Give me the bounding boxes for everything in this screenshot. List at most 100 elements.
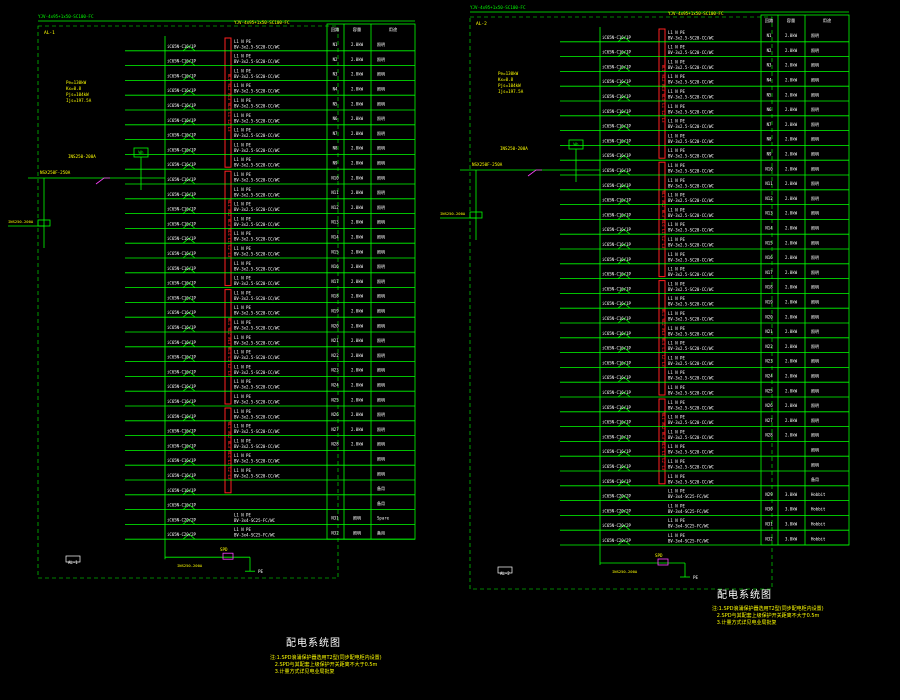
circuit-phase-label: L1 N PE bbox=[668, 89, 685, 94]
circuit-cable-label: BV-3x2.5-SC20-CC/WC bbox=[234, 207, 280, 212]
circuit-use: 照明 bbox=[377, 87, 385, 92]
circuit-phase-label: L1 N PE bbox=[668, 281, 685, 286]
circuit-capacity: 照明 bbox=[353, 531, 361, 536]
load-parameter: Ijs=197.5A bbox=[498, 89, 524, 94]
circuit-phase-label: L1 N PE bbox=[668, 355, 685, 360]
circuit-use: Spare bbox=[377, 516, 390, 521]
circuit-use: 照明 bbox=[811, 255, 819, 260]
circuit-cable-label: BV-3x2.5-SC20-CC/WC bbox=[234, 148, 280, 153]
circuit-cable-label: BV-3x2.5-SC20-CC/WC bbox=[668, 317, 714, 322]
ground-label: PE bbox=[258, 569, 264, 574]
circuit-number: N21 bbox=[331, 338, 339, 343]
circuit-breaker-symbol bbox=[182, 60, 196, 66]
circuit-number: N9 bbox=[333, 161, 338, 166]
circuit-use: 照明 bbox=[811, 388, 819, 393]
circuit-cable-label: BV-3x2.5-SC20-CC/WC bbox=[668, 479, 714, 484]
circuit-breaker-symbol bbox=[182, 415, 196, 422]
header-spec-yellow: YJV-4x95+1x50-SC100-FC bbox=[668, 11, 724, 16]
circuit-capacity: 2.0kW bbox=[351, 427, 364, 432]
circuit-use: 照明 bbox=[811, 240, 819, 245]
circuit-use: 照明 bbox=[377, 279, 385, 284]
circuit-use: 照明 bbox=[811, 329, 819, 334]
circuit-breaker-label: iC65N-C16/1P bbox=[602, 420, 631, 425]
circuit-use: Hobbit bbox=[811, 492, 826, 497]
circuit-breaker-label: iC65N-C20/2P bbox=[602, 538, 631, 543]
circuit-breaker-label: iC65N-C16/1P bbox=[602, 242, 631, 247]
circuit-capacity: 3.0kW bbox=[785, 492, 798, 497]
circuit-use: 照明 bbox=[811, 181, 819, 186]
circuit-breaker-label: iC65N-C16/1P bbox=[167, 133, 196, 138]
circuit-phase-label: L1 N PE bbox=[668, 178, 685, 183]
circuit-use: 照明 bbox=[811, 403, 819, 408]
circuit-cable-label: BV-3x2.5-SC20-CC/WC bbox=[668, 228, 714, 233]
circuit-breaker-symbol bbox=[182, 385, 196, 392]
circuit-use: 照明 bbox=[377, 294, 385, 299]
circuit-use: 照明 bbox=[811, 196, 819, 201]
circuit-use: 照明 bbox=[811, 344, 819, 349]
circuit-breaker-label: iC65N-C16/1P bbox=[167, 429, 196, 434]
load-parameter: Kx=0.8 bbox=[498, 77, 514, 82]
circuit-number: N15 bbox=[765, 240, 773, 245]
circuit-cable-label: BV-3x2.5-SC20-CC/WC bbox=[234, 474, 280, 479]
circuit-use: 照明 bbox=[377, 249, 385, 254]
circuit-number: N25 bbox=[331, 397, 339, 402]
circuit-phase-label: L1 N PE bbox=[234, 113, 251, 118]
circuit-phase-label: L1 N PE bbox=[234, 202, 251, 207]
circuit-phase-label: L1 N PE bbox=[234, 246, 251, 251]
circuit-breaker-label: iC65N-C16/1P bbox=[167, 399, 196, 404]
circuit-number: N8 bbox=[333, 146, 338, 151]
circuit-number: N14 bbox=[331, 235, 339, 240]
circuit-use: 照明 bbox=[377, 175, 385, 180]
circuit-use: 照明 bbox=[811, 418, 819, 423]
circuit-capacity: 2.0kW bbox=[351, 279, 364, 284]
circuit-number: N11 bbox=[765, 181, 773, 186]
circuit-breaker-label: iC65N-C16/1P bbox=[167, 384, 196, 389]
header-cable-spec: YJV-4x95+1x50-SC100-FC bbox=[38, 14, 94, 19]
circuit-number: N14 bbox=[765, 226, 773, 231]
circuit-breaker-label: iC65N-C16/1P bbox=[167, 207, 196, 212]
circuit-use: 照明 bbox=[377, 101, 385, 106]
circuit-phase-label: L1 N PE bbox=[234, 187, 251, 192]
circuit-number: N21 bbox=[765, 329, 773, 334]
circuit-breaker-label: iC65N-C16/1P bbox=[167, 443, 196, 448]
circuit-cable-label: BV-3x2.5-SC20-CC/WC bbox=[668, 50, 714, 55]
circuit-breaker-symbol bbox=[617, 125, 631, 131]
load-parameter: Kx=0.8 bbox=[66, 86, 82, 91]
circuit-number: N7 bbox=[333, 131, 338, 136]
circuit-breaker-symbol bbox=[182, 178, 196, 185]
circuit-cable-label: BV-3x2.5-SC20-CC/WC bbox=[668, 331, 714, 336]
circuit-number: N26 bbox=[765, 403, 773, 408]
circuit-use: 照明 bbox=[377, 116, 385, 121]
circuit-cable-label: BV-3x2.5-SC20-CC/WC bbox=[234, 59, 280, 64]
circuit-cable-label: BV-3x2.5-SC20-CC/WC bbox=[668, 139, 714, 144]
circuit-cable-label: BV-3x2.5-SC20-CC/WC bbox=[234, 429, 280, 434]
circuit-use: 照明 bbox=[377, 323, 385, 328]
incoming-switch-label: INS250-200A bbox=[68, 154, 96, 159]
circuit-capacity: 2.0kW bbox=[785, 63, 798, 68]
circuit-breaker-symbol bbox=[617, 184, 631, 191]
circuit-capacity: 2.0kW bbox=[785, 433, 798, 438]
circuit-capacity: 2.0kW bbox=[351, 175, 364, 180]
spd-label: SPD bbox=[655, 553, 663, 558]
circuit-breaker-label: iC65N-C20/2P bbox=[602, 494, 631, 499]
circuit-capacity: 2.0kW bbox=[351, 220, 364, 225]
load-parameter: Pe=130kW bbox=[498, 71, 519, 76]
circuit-use: 备用 bbox=[811, 476, 819, 482]
circuit-breaker-symbol bbox=[617, 421, 631, 427]
circuit-phase-label: L1 N PE bbox=[668, 119, 685, 124]
circuit-number: N4 bbox=[767, 78, 772, 83]
circuit-number: N27 bbox=[331, 427, 339, 432]
circuit-breaker-label: iC65N-C20/2P bbox=[167, 517, 196, 522]
spd-symbol bbox=[657, 558, 669, 566]
circuit-capacity: 2.0kW bbox=[351, 146, 364, 151]
circuit-number: N22 bbox=[331, 353, 339, 358]
circuit-breaker-symbol bbox=[182, 430, 196, 436]
load-parameter: Pjs=104kW bbox=[498, 83, 521, 88]
circuit-cable-label: BV-3x2.5-SC20-CC/WC bbox=[668, 124, 714, 129]
circuit-phase-label: L1 N PE bbox=[668, 341, 685, 346]
circuit-capacity: 2.0kW bbox=[785, 300, 798, 305]
circuit-use: 照明 bbox=[811, 300, 819, 305]
circuit-phase-label: L1 N PE bbox=[668, 385, 685, 390]
circuit-cable-label: BV-3x2.5-SC20-CC/WC bbox=[668, 272, 714, 277]
circuit-cable-label: BV-3x2.5-SC20-CC/WC bbox=[234, 414, 280, 419]
